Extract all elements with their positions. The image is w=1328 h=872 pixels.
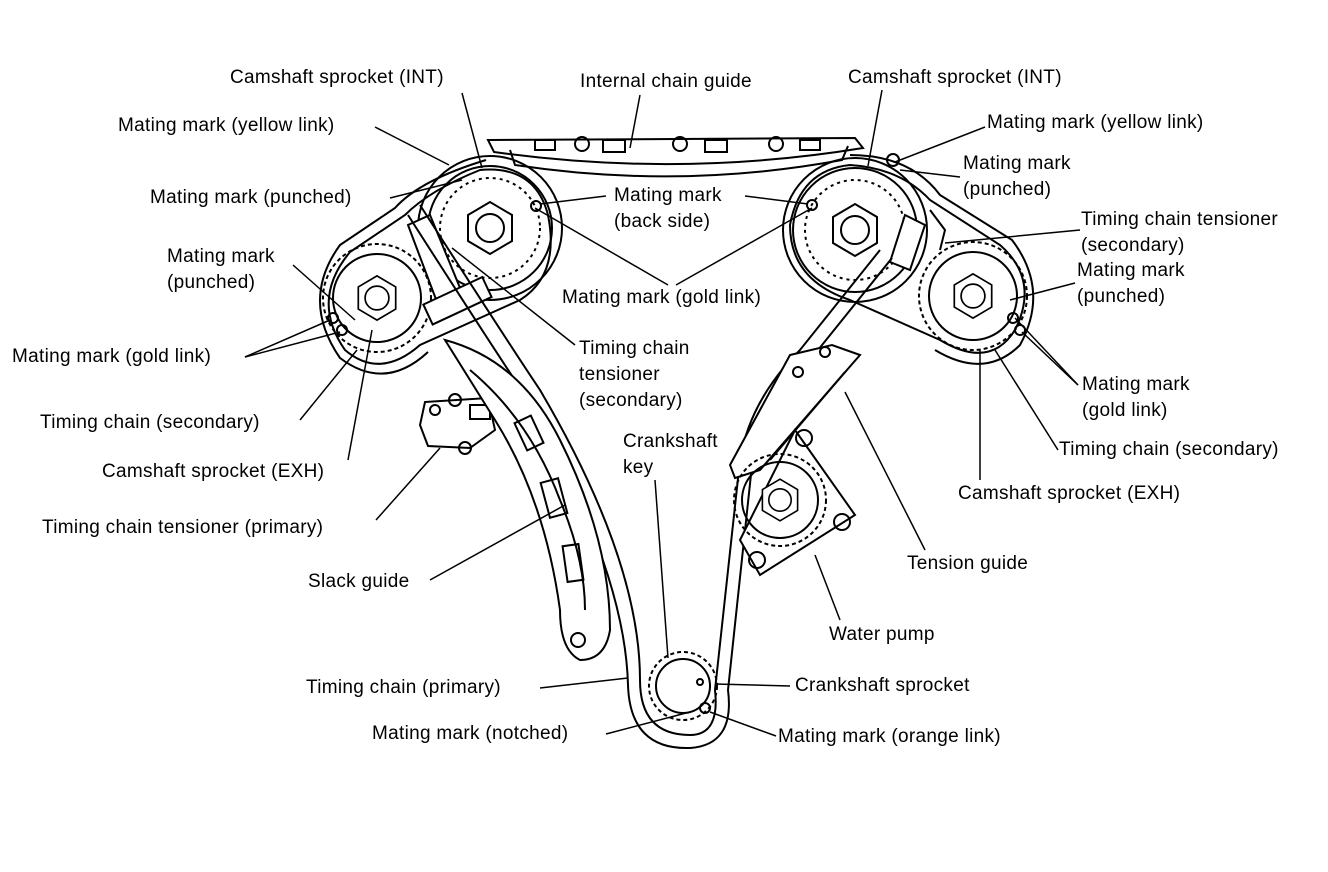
label-chain-primary: Timing chain (primary) [306,677,501,698]
cam-sprocket-exh-left [322,243,432,353]
label-cam-int-right: Camshaft sprocket (INT) [848,67,1062,88]
label-mating-yellow-left: Mating mark (yellow link) [118,115,335,136]
label-line: Mating mark [1082,374,1190,395]
label-line: Timing chain tensioner [1081,209,1279,230]
label-chain-secondary-left: Timing chain (secondary) [40,412,260,433]
label-tensioner-primary: Timing chain tensioner (primary) [42,517,324,538]
internal-chain-guide [486,136,865,178]
label-cam-exh-right: Camshaft sprocket (EXH) [958,483,1181,504]
label-mating-punched-left: Mating mark (punched) [167,244,275,296]
label-cam-exh-left: Camshaft sprocket (EXH) [102,461,325,482]
label-line: Mating mark [1077,260,1185,281]
leader-lines [244,89,1081,737]
label-mating-orange: Mating mark (orange link) [778,726,1001,747]
label-cam-int-left: Camshaft sprocket (INT) [230,67,444,88]
label-line: (punched) [1077,286,1166,307]
label-crankshaft-sprocket: Crankshaft sprocket [795,675,970,696]
label-tensioner-secondary-center: Timing chain tensioner (secondary) [579,336,690,414]
label-tensioner-secondary-right: Timing chain tensioner (secondary) [1081,207,1278,259]
label-line: Mating mark [167,246,275,267]
water-pump [733,428,857,577]
label-tension-guide: Tension guide [907,553,1029,574]
label-line: (punched) [167,272,256,293]
secondary-chain-left [327,168,552,365]
label-mating-punched-top-left: Mating mark (punched) [150,187,352,208]
label-line: tensioner [579,364,660,385]
label-line: (punched) [963,179,1052,200]
label-slack-guide: Slack guide [308,571,410,592]
tension-guide [728,343,862,480]
slack-guide [442,338,612,662]
label-crankshaft-key: Crankshaft key [623,429,718,481]
label-mating-gold-right: Mating mark (gold link) [1082,372,1190,424]
label-mating-yellow-right: Mating mark (yellow link) [987,112,1204,133]
label-line: (secondary) [1081,235,1185,256]
label-internal-chain-guide: Internal chain guide [580,71,752,92]
label-line: (back side) [614,211,711,232]
crankshaft-sprocket [648,651,718,721]
label-line: key [623,457,654,478]
label-water-pump: Water pump [829,624,935,645]
label-mating-punched-top-right: Mating mark (punched) [963,151,1071,203]
label-line: Timing chain [579,338,690,359]
label-line: (secondary) [579,390,683,411]
secondary-chain-right [788,163,1026,354]
label-mating-notched: Mating mark (notched) [372,723,569,744]
cam-sprocket-exh-right [918,241,1028,351]
label-chain-secondary-right: Timing chain (secondary) [1059,439,1279,460]
label-mating-punched-right: Mating mark (punched) [1077,258,1185,310]
label-line: Crankshaft [623,431,718,452]
label-mating-back-side: Mating mark (back side) [614,183,722,235]
label-mating-gold-center: Mating mark (gold link) [562,287,762,308]
label-line: Mating mark [614,185,722,206]
label-mating-gold-left: Mating mark (gold link) [12,346,212,367]
label-line: Mating mark [963,153,1071,174]
label-line: (gold link) [1082,400,1168,421]
